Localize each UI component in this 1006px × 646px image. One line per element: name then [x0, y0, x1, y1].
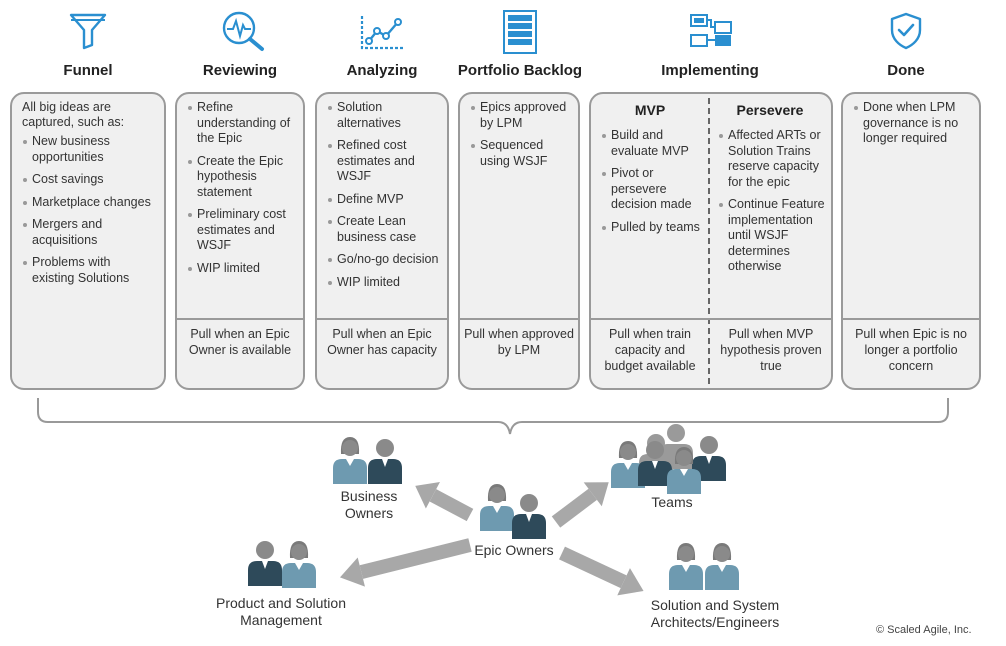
list-item: WIP limited	[187, 261, 295, 277]
funnel-card: All big ideas are captured, such as: New…	[10, 92, 166, 390]
card-divider	[317, 318, 447, 320]
list-item: Continue Feature implementation until WS…	[718, 197, 830, 275]
list-item: Create the Epic hypothesis statement	[187, 154, 295, 201]
list-item: Affected ARTs or Solution Trains reserve…	[718, 128, 830, 190]
list-item: Marketplace changes	[22, 195, 156, 211]
reviewing-pull-condition: Pull when an Epic Owner is available	[188, 327, 292, 357]
list-item: WIP limited	[327, 275, 439, 291]
done-card: Done when LPM governance is no longer re…	[841, 92, 981, 390]
list-item: Solution alternatives	[327, 100, 439, 131]
bracket	[37, 398, 949, 435]
list-item: Mergers and acquisitions	[22, 217, 156, 248]
mvp-pull-condition: Pull when train capacity and budget avai…	[604, 327, 696, 373]
card-divider	[591, 318, 831, 320]
teams-group	[611, 424, 726, 494]
list-item: Cost savings	[22, 172, 156, 188]
epic-owners-label: Epic Owners	[474, 542, 554, 558]
list-item: Pulled by teams	[601, 220, 705, 236]
funnel-title: Funnel	[63, 62, 113, 79]
reviewing-card: Refine understanding of the Epic Create …	[175, 92, 305, 390]
funnel-icon	[69, 13, 107, 50]
architects-label: Solution and System Architects/Engineers	[650, 597, 780, 630]
portfolio-backlog-pull-condition: Pull when approved by LPM	[464, 327, 574, 357]
stacked-list-icon	[503, 10, 537, 54]
card-divider	[460, 318, 578, 320]
arrow-to-architects	[559, 546, 644, 596]
list-item: Preliminary cost estimates and WSJF	[187, 207, 295, 254]
list-item: Refine understanding of the Epic	[187, 100, 295, 147]
product-management-group	[248, 541, 316, 588]
done-pull-condition: Pull when Epic is no longer a portfolio …	[855, 327, 967, 373]
copyright: © Scaled Agile, Inc.	[876, 624, 972, 636]
arrow-to-teams	[551, 482, 609, 528]
list-item: New business opportunities	[22, 134, 156, 165]
teams-label: Teams	[651, 494, 693, 510]
flow-boxes-icon	[690, 14, 732, 47]
mvp-heading: MVP	[634, 102, 666, 118]
card-divider	[843, 318, 979, 320]
portfolio-backlog-title: Portfolio Backlog	[457, 62, 583, 79]
list-item: Sequenced using WSJF	[470, 138, 570, 169]
list-item: Problems with existing Solutions	[22, 255, 156, 286]
list-item: Create Lean business case	[327, 214, 439, 245]
shield-check-icon	[890, 12, 922, 50]
list-item: Pivot or persevere decision made	[601, 166, 705, 213]
portfolio-backlog-card: Epics approved by LPM Sequenced using WS…	[458, 92, 580, 390]
implementing-card: MVP Persevere Build and evaluate MVP Piv…	[589, 92, 833, 390]
card-divider	[177, 318, 303, 320]
analyzing-title: Analyzing	[346, 62, 418, 79]
list-item: Epics approved by LPM	[470, 100, 570, 131]
list-item: Refined cost estimates and WSJF	[327, 138, 439, 185]
list-item: Done when LPM governance is no longer re…	[853, 100, 971, 147]
persevere-heading: Persevere	[736, 102, 804, 118]
list-item: Go/no-go decision	[327, 252, 439, 268]
reviewing-title: Reviewing	[202, 62, 278, 79]
analyzing-card: Solution alternatives Refined cost estim…	[315, 92, 449, 390]
funnel-intro: All big ideas are captured, such as:	[22, 100, 125, 129]
business-owners-group	[333, 437, 402, 484]
arrow-to-product-management	[339, 538, 472, 587]
arrow-to-business-owners	[415, 482, 474, 522]
done-title: Done	[887, 62, 925, 79]
product-management-label: Product and Solution Management	[216, 595, 346, 628]
epic-owners-group	[480, 484, 546, 539]
mvp-persevere-separator	[708, 98, 710, 384]
architects-group	[669, 543, 739, 590]
magnifier-pulse-icon	[222, 11, 264, 51]
implementing-title: Implementing	[661, 62, 759, 79]
list-item: Define MVP	[327, 192, 439, 208]
persevere-pull-condition: Pull when MVP hypothesis proven true	[720, 327, 822, 373]
line-chart-icon	[360, 16, 404, 50]
list-item: Build and evaluate MVP	[601, 128, 705, 159]
analyzing-pull-condition: Pull when an Epic Owner has capacity	[327, 327, 437, 357]
business-owners-label: Business Owners	[340, 488, 398, 521]
